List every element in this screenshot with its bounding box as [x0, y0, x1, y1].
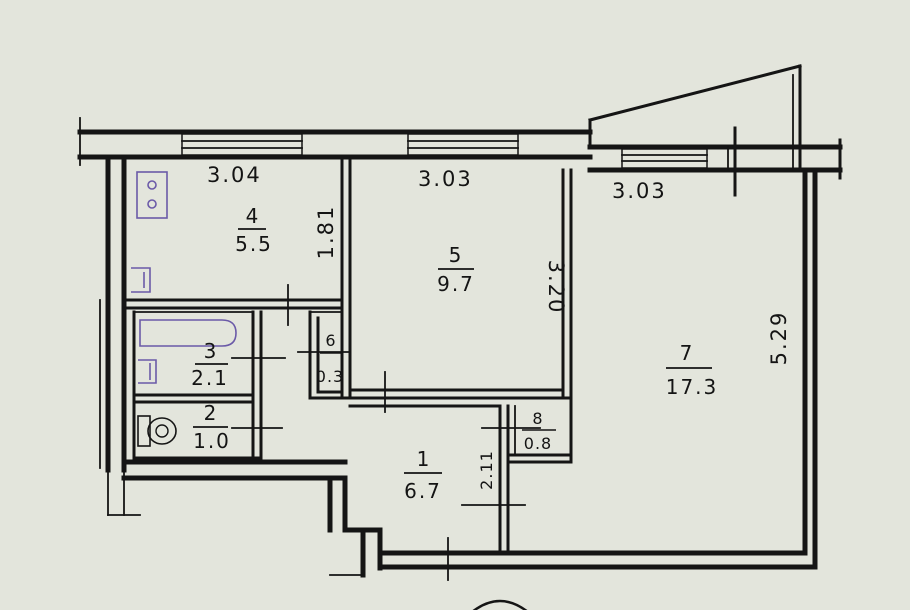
- hall-depth-label: 2.11: [477, 450, 496, 490]
- kitchen-sink-icon: [131, 267, 151, 293]
- kitchen-width-label: 3.04: [207, 163, 262, 187]
- room-area: 1.0: [193, 429, 231, 453]
- room-number: 7: [680, 341, 693, 365]
- room-label-2: 2 1.0: [193, 401, 231, 453]
- room-area: 9.7: [437, 272, 475, 296]
- bathtub-icon: [139, 319, 237, 347]
- room-label-3: 3 2.1: [191, 339, 229, 390]
- exterior-walls: [77, 64, 843, 578]
- room-label-1: 1 6.7: [404, 447, 442, 503]
- bath-sink-icon: [138, 359, 157, 384]
- room-number: 2: [204, 401, 217, 425]
- room-label-5: 5 9.7: [437, 243, 475, 296]
- living-depth-label: 5.29: [767, 311, 791, 366]
- room-label-8: 8 0.8: [522, 409, 556, 453]
- windows: [181, 126, 737, 197]
- toilet-icon: [137, 415, 177, 447]
- interior-walls: [122, 155, 573, 555]
- room-number: 4: [246, 204, 259, 228]
- room-area: 0.3: [316, 367, 344, 386]
- bedroom-depth-label: 3.20: [544, 260, 568, 315]
- room-area: 5.5: [235, 232, 273, 256]
- living-width-label: 3.03: [612, 179, 667, 203]
- room-number: 8: [532, 409, 543, 428]
- room-area: 2.1: [191, 366, 229, 390]
- room-number: 3: [204, 339, 217, 363]
- room-number: 6: [325, 331, 336, 350]
- room-area: 0.8: [524, 434, 552, 453]
- bedroom-width-label: 3.03: [418, 167, 473, 191]
- stove-icon: [136, 171, 168, 219]
- room-label-6: 6 0.3: [316, 331, 344, 386]
- room-label-4: 4 5.5: [235, 204, 273, 256]
- room-area: 6.7: [404, 479, 442, 503]
- compass-fragment: [472, 599, 528, 610]
- door-ticks: [231, 284, 541, 581]
- room-number: 5: [449, 243, 462, 267]
- room-number: 1: [417, 447, 430, 471]
- room-label-7: 7 17.3: [666, 341, 719, 399]
- room-area: 17.3: [666, 375, 719, 399]
- kitchen-depth-label: 1.81: [314, 205, 338, 260]
